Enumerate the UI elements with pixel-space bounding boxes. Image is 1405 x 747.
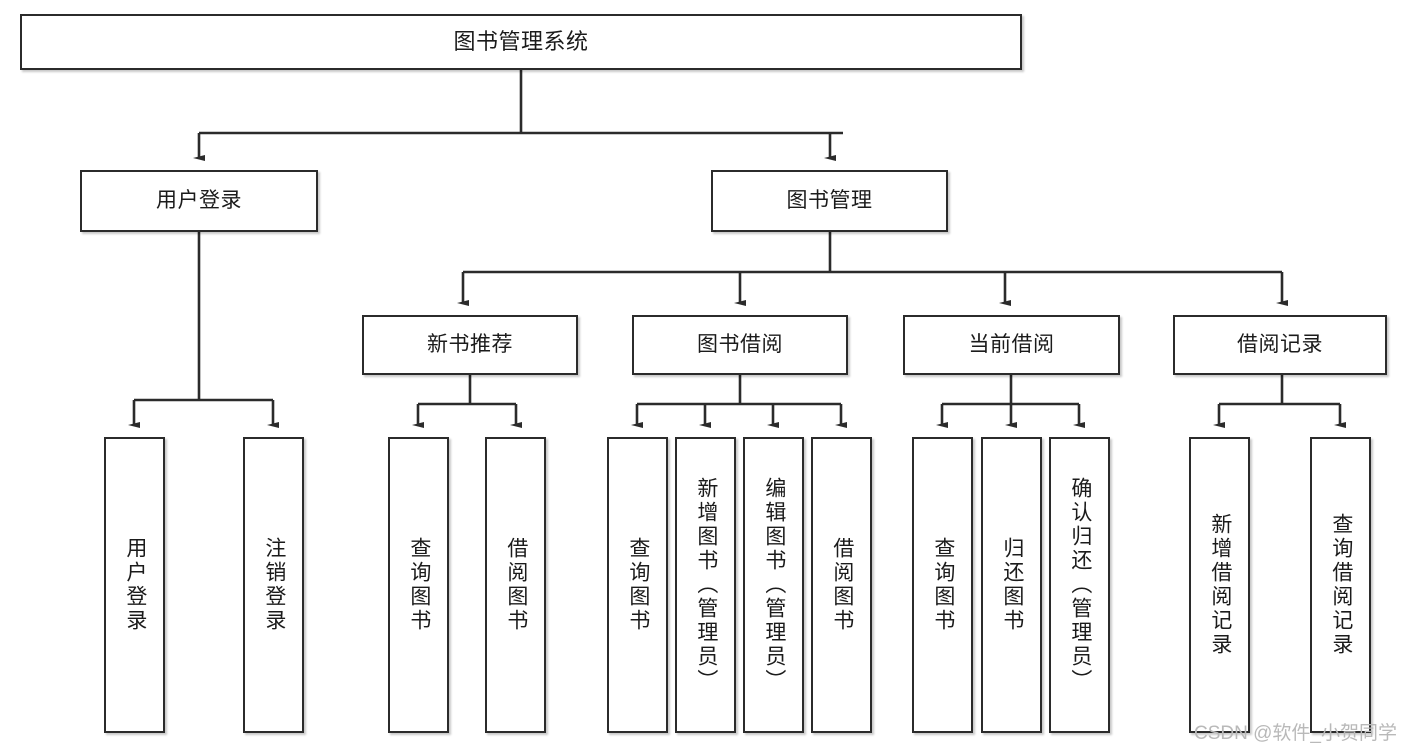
node-book-manage[interactable]: 图书管理	[711, 170, 948, 232]
node-leaf-query-book-3[interactable]: 查询图书	[912, 437, 973, 733]
node-new-book-recommend[interactable]: 新书推荐	[362, 315, 578, 375]
node-leaf-add-book-label: 新增图书（管理员）	[694, 477, 718, 693]
node-leaf-add-record[interactable]: 新增借阅记录	[1189, 437, 1250, 733]
node-leaf-edit-book-label: 编辑图书（管理员）	[762, 477, 786, 693]
node-leaf-query-book-1-label: 查询图书	[407, 537, 431, 633]
node-current-borrow-label: 当前借阅	[968, 332, 1055, 356]
node-book-borrow[interactable]: 图书借阅	[632, 315, 848, 375]
node-leaf-user-login-label: 用户登录	[123, 537, 147, 633]
node-leaf-borrow-book-2[interactable]: 借阅图书	[811, 437, 872, 733]
node-leaf-edit-book[interactable]: 编辑图书（管理员）	[743, 437, 804, 733]
node-current-borrow[interactable]: 当前借阅	[903, 315, 1120, 375]
connector-lines	[128, 70, 1346, 428]
node-leaf-query-record[interactable]: 查询借阅记录	[1310, 437, 1371, 733]
node-borrow-record-label: 借阅记录	[1237, 332, 1323, 356]
node-user-login-label: 用户登录	[156, 188, 242, 212]
node-root[interactable]: 图书管理系统	[20, 14, 1022, 70]
node-user-login[interactable]: 用户登录	[80, 170, 318, 232]
node-leaf-query-book-3-label: 查询图书	[931, 537, 955, 633]
node-leaf-query-book-1[interactable]: 查询图书	[388, 437, 449, 733]
node-leaf-user-login[interactable]: 用户登录	[104, 437, 165, 733]
node-leaf-return-book[interactable]: 归还图书	[981, 437, 1042, 733]
node-leaf-confirm-return-label: 确认归还（管理员）	[1068, 477, 1092, 693]
node-leaf-borrow-book-1-label: 借阅图书	[504, 537, 528, 633]
node-leaf-add-book[interactable]: 新增图书（管理员）	[675, 437, 736, 733]
node-leaf-query-book-2-label: 查询图书	[626, 537, 650, 633]
node-leaf-borrow-book-2-label: 借阅图书	[830, 537, 854, 633]
node-leaf-query-record-label: 查询借阅记录	[1329, 513, 1353, 657]
node-new-book-recommend-label: 新书推荐	[427, 332, 513, 356]
node-leaf-add-record-label: 新增借阅记录	[1208, 513, 1232, 657]
node-book-borrow-label: 图书借阅	[697, 332, 783, 356]
node-leaf-confirm-return[interactable]: 确认归还（管理员）	[1049, 437, 1110, 733]
node-leaf-logout-label: 注销登录	[262, 537, 286, 633]
node-leaf-logout[interactable]: 注销登录	[243, 437, 304, 733]
node-leaf-borrow-book-1[interactable]: 借阅图书	[485, 437, 546, 733]
node-leaf-return-book-label: 归还图书	[1000, 537, 1024, 633]
node-borrow-record[interactable]: 借阅记录	[1173, 315, 1387, 375]
node-root-label: 图书管理系统	[453, 29, 589, 55]
node-leaf-query-book-2[interactable]: 查询图书	[607, 437, 668, 733]
node-book-manage-label: 图书管理	[786, 188, 873, 212]
